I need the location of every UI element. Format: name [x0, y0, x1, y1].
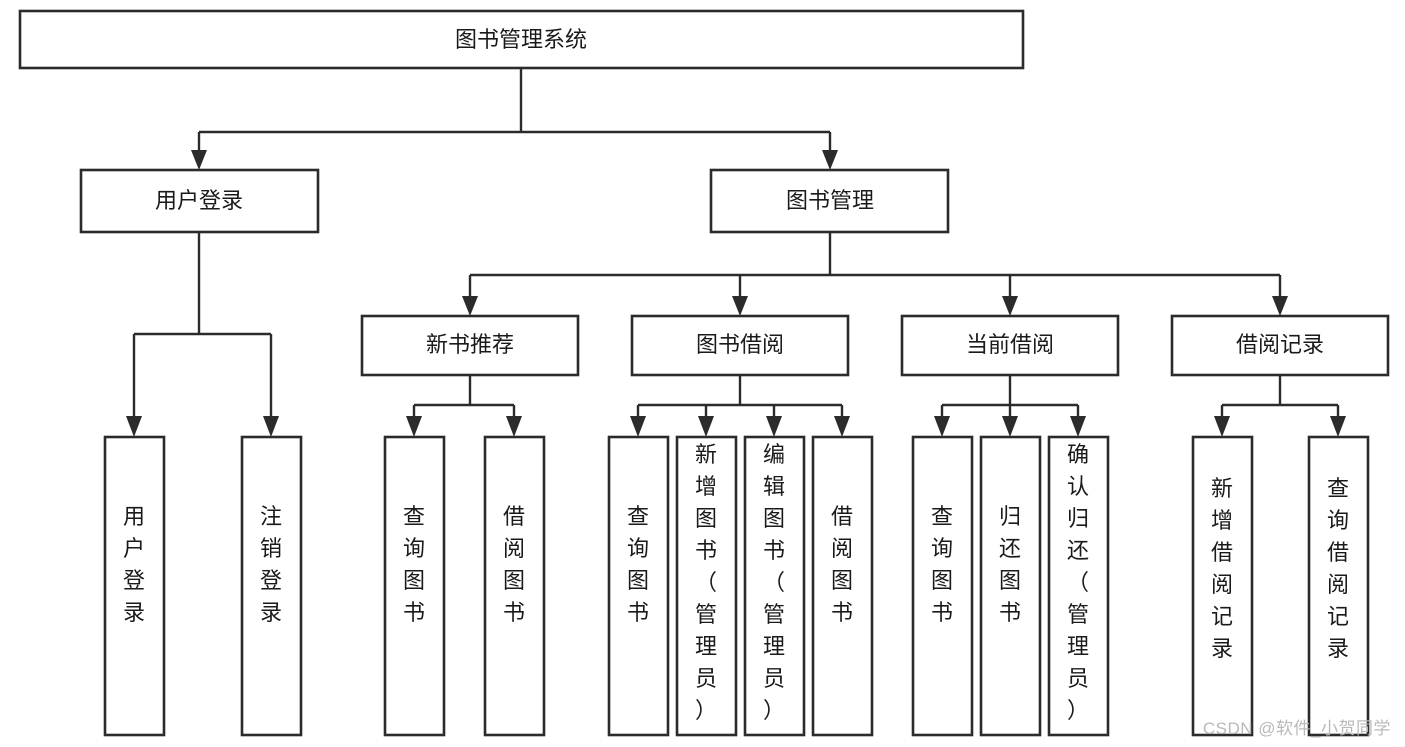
node-leaf-user-login-box[interactable]: [103, 435, 166, 737]
node-new-book-recommend[interactable]: 新书推荐: [360, 314, 580, 377]
node-book-manage-label: 图书管理: [786, 188, 874, 213]
node-leaf-add-record-box[interactable]: [1191, 435, 1254, 737]
node-book-manage-box[interactable]: [709, 168, 950, 234]
arrowhead-new-book-recommend: [462, 296, 478, 316]
node-leaf-confirm-return-label: 确认归还（管理员）: [1067, 442, 1089, 723]
node-leaf-query-book-1-label: 查询图书: [403, 504, 425, 625]
node-leaf-return-book-label: 归还图书: [999, 504, 1021, 625]
arrowhead-current-borrow: [1002, 296, 1018, 316]
arrowhead-leaf-confirm-return: [1070, 416, 1086, 437]
node-leaf-query-book-1[interactable]: 查询图书: [383, 435, 446, 737]
arrowhead-leaf-query-record: [1330, 416, 1346, 437]
node-user-login[interactable]: 用户登录: [79, 168, 320, 234]
node-user-login-label: 用户登录: [155, 188, 243, 213]
node-leaf-borrow-book-1[interactable]: 借阅图书: [483, 435, 546, 737]
arrowhead-leaf-borrow-book-2: [834, 416, 850, 437]
arrowhead-borrow-record: [1272, 296, 1288, 316]
node-borrow-record[interactable]: 借阅记录: [1170, 314, 1390, 377]
node-leaf-user-login-label: 用户登录: [123, 504, 145, 625]
node-root-label: 图书管理系统: [455, 27, 587, 52]
node-leaf-edit-book[interactable]: 编辑图书（管理员）: [743, 435, 806, 737]
node-leaf-query-book-3[interactable]: 查询图书: [911, 435, 974, 737]
node-borrow-record-box[interactable]: [1170, 314, 1390, 377]
node-leaf-logout-login-box[interactable]: [240, 435, 303, 737]
node-leaf-add-book[interactable]: 新增图书（管理员）: [675, 435, 738, 737]
node-leaf-logout-login[interactable]: 注销登录: [240, 435, 303, 737]
node-user-login-box[interactable]: [79, 168, 320, 234]
node-leaf-logout-login-label: 注销登录: [260, 504, 282, 625]
node-book-manage[interactable]: 图书管理: [709, 168, 950, 234]
node-leaf-query-book-3-box[interactable]: [911, 435, 974, 737]
node-leaf-borrow-book-2-label: 借阅图书: [831, 504, 853, 625]
node-new-book-recommend-box[interactable]: [360, 314, 580, 377]
node-leaf-add-record[interactable]: 新增借阅记录: [1191, 435, 1254, 737]
node-leaf-return-book[interactable]: 归还图书: [979, 435, 1042, 737]
node-leaf-add-book-label: 新增图书（管理员）: [695, 442, 717, 723]
arrowhead-leaf-borrow-book-1: [506, 416, 522, 437]
arrowhead-leaf-logout-login: [263, 416, 279, 437]
node-new-book-recommend-label: 新书推荐: [426, 332, 514, 357]
arrowhead-leaf-user-login: [126, 416, 142, 437]
node-leaf-borrow-book-2[interactable]: 借阅图书: [811, 435, 874, 737]
node-borrow-record-label: 借阅记录: [1236, 332, 1324, 357]
node-leaf-query-record-box[interactable]: [1307, 435, 1370, 737]
node-book-borrow-label: 图书借阅: [696, 332, 784, 357]
node-leaf-borrow-book-1-box[interactable]: [483, 435, 546, 737]
node-root[interactable]: 图书管理系统: [18, 9, 1025, 70]
node-leaf-query-book-2-label: 查询图书: [627, 504, 649, 625]
node-current-borrow[interactable]: 当前借阅: [900, 314, 1120, 377]
arrowhead-leaf-query-book-1: [406, 416, 422, 437]
node-leaf-query-book-3-label: 查询图书: [931, 504, 953, 625]
arrowhead-book-borrow: [732, 296, 748, 316]
node-leaf-edit-book-label: 编辑图书（管理员）: [763, 442, 785, 723]
node-leaf-user-login[interactable]: 用户登录: [103, 435, 166, 737]
node-leaf-confirm-return-box[interactable]: [1047, 435, 1110, 737]
node-leaf-edit-book-box[interactable]: [743, 435, 806, 737]
node-current-borrow-box[interactable]: [900, 314, 1120, 377]
node-leaf-query-record[interactable]: 查询借阅记录: [1307, 435, 1370, 737]
node-current-borrow-label: 当前借阅: [966, 332, 1054, 357]
node-leaf-query-book-1-box[interactable]: [383, 435, 446, 737]
csdn-watermark: CSDN @软件_小贺同学: [1202, 719, 1391, 738]
node-leaf-borrow-book-2-box[interactable]: [811, 435, 874, 737]
arrowhead-leaf-edit-book: [766, 416, 782, 437]
node-root-box[interactable]: [18, 9, 1025, 70]
connector-group: [126, 68, 1346, 437]
arrowhead-book-manage: [822, 150, 838, 170]
node-leaf-query-record-label: 查询借阅记录: [1327, 476, 1349, 661]
arrowhead-leaf-add-record: [1214, 416, 1230, 437]
node-leaf-query-book-2-box[interactable]: [607, 435, 670, 737]
node-leaf-add-record-label: 新增借阅记录: [1211, 476, 1233, 661]
arrowhead-leaf-query-book-3: [934, 416, 950, 437]
arrowhead-leaf-query-book-2: [630, 416, 646, 437]
node-leaf-confirm-return[interactable]: 确认归还（管理员）: [1047, 435, 1110, 737]
node-leaf-add-book-box[interactable]: [675, 435, 738, 737]
arrowhead-leaf-add-book: [698, 416, 714, 437]
arrowhead-user-login: [191, 150, 207, 170]
node-book-borrow[interactable]: 图书借阅: [630, 314, 850, 377]
node-leaf-query-book-2[interactable]: 查询图书: [607, 435, 670, 737]
arrowhead-leaf-return-book: [1002, 416, 1018, 437]
node-book-borrow-box[interactable]: [630, 314, 850, 377]
node-leaf-return-book-box[interactable]: [979, 435, 1042, 737]
node-leaf-borrow-book-1-label: 借阅图书: [503, 504, 525, 625]
